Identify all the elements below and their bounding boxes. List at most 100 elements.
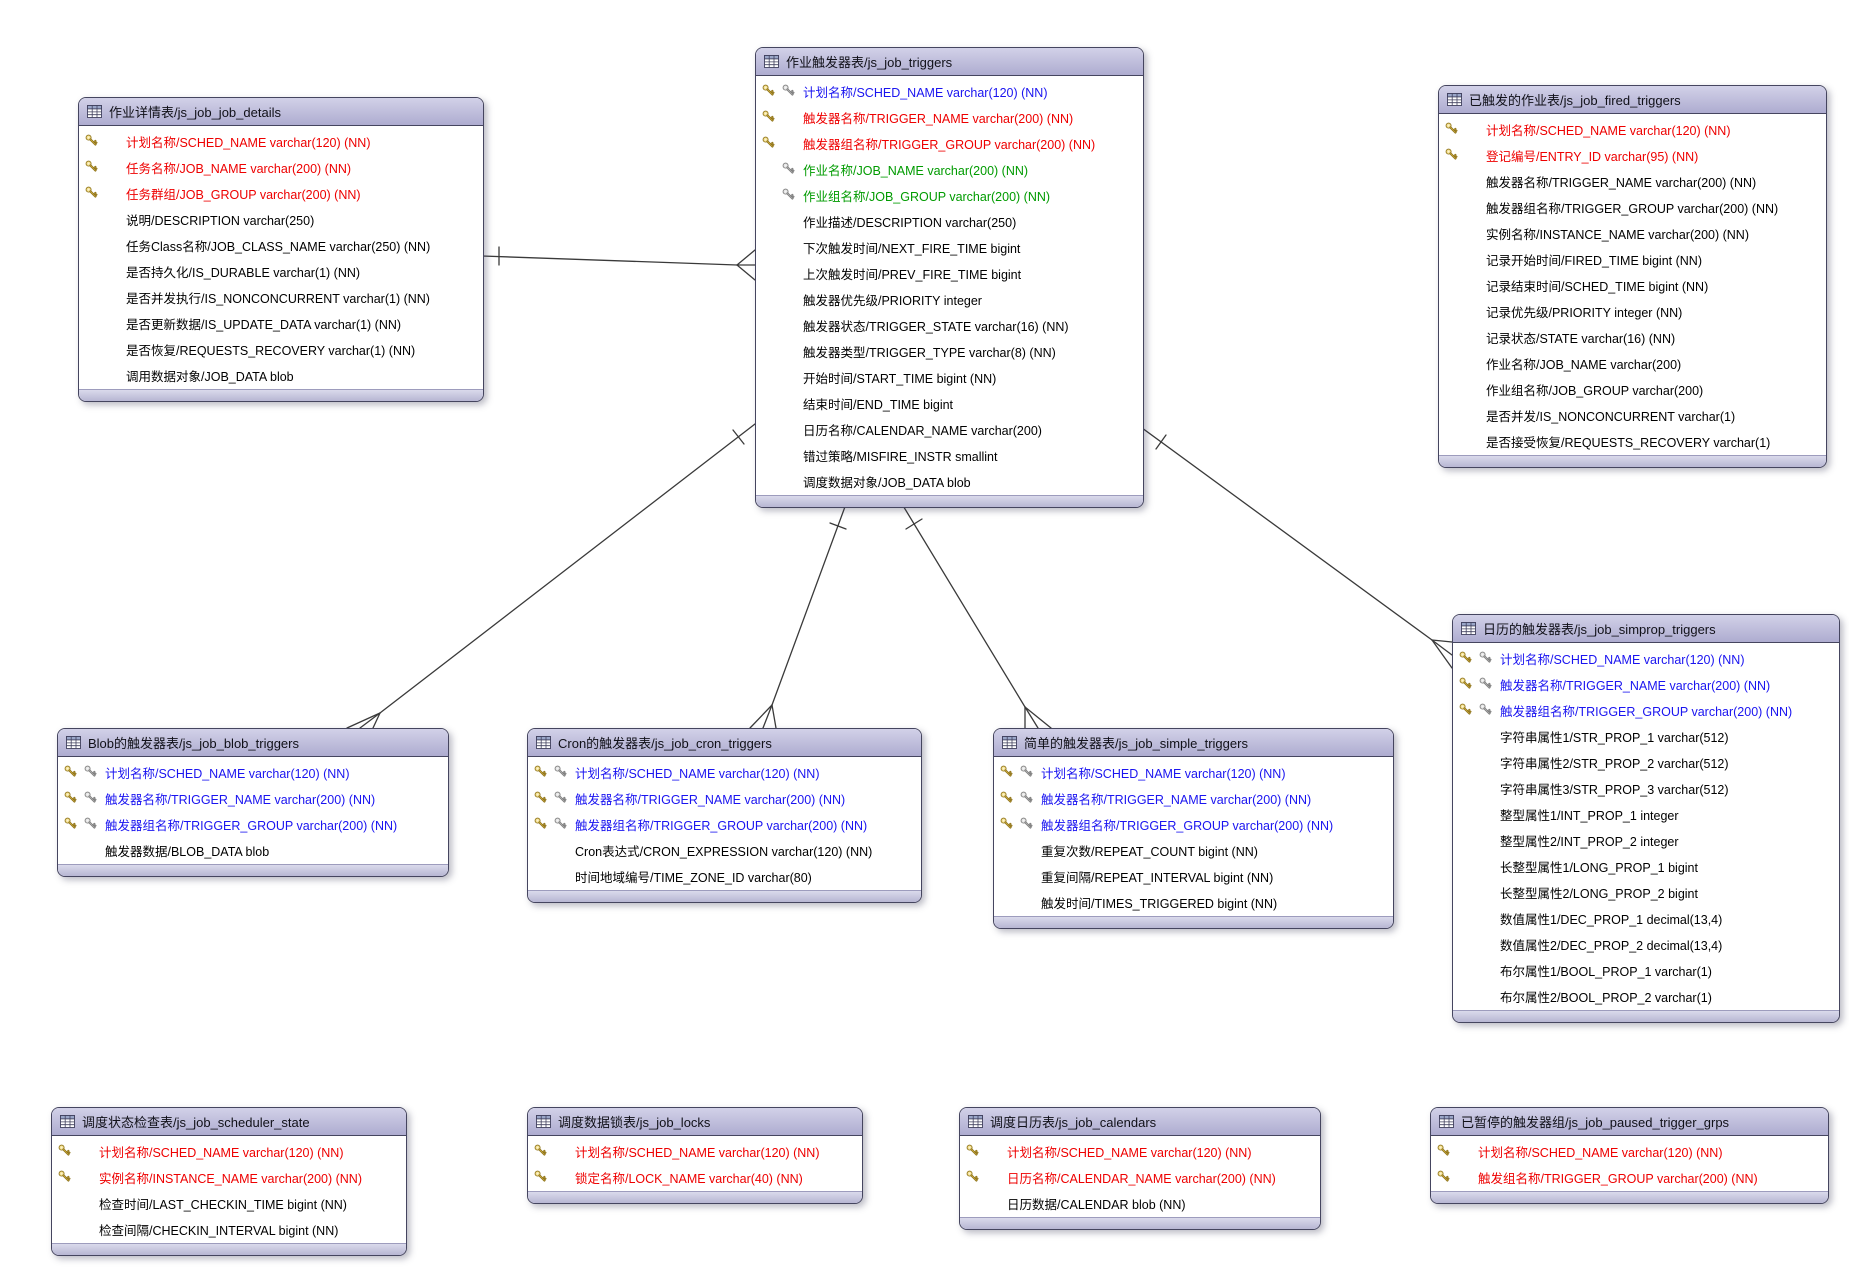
relation-triggers-to-blob-triggers[interactable] <box>346 423 756 729</box>
field-row[interactable]: 时间地域编号/TIME_ZONE_ID varchar(80) <box>528 863 921 889</box>
table-header[interactable]: 已触发的作业表/js_job_fired_triggers <box>1439 86 1826 114</box>
field-row[interactable]: 触发器组名称/TRIGGER_GROUP varchar(200) (NN) <box>994 811 1393 837</box>
table-header[interactable]: 调度数据锁表/js_job_locks <box>528 1108 862 1136</box>
field-row[interactable]: 触发组名称/TRIGGER_GROUP varchar(200) (NN) <box>1431 1164 1828 1190</box>
field-row[interactable]: 计划名称/SCHED_NAME varchar(120) (NN) <box>528 759 921 785</box>
field-row[interactable]: 触发器名称/TRIGGER_NAME varchar(200) (NN) <box>58 785 448 811</box>
relation-triggers-to-simple-triggers[interactable] <box>901 503 1052 729</box>
field-row[interactable]: 调用数据对象/JOB_DATA blob <box>79 362 483 388</box>
field-row[interactable]: 检查间隔/CHECKIN_INTERVAL bigint (NN) <box>52 1216 406 1242</box>
field-row[interactable]: 作业描述/DESCRIPTION varchar(250) <box>756 208 1143 234</box>
table-header[interactable]: 作业触发器表/js_job_triggers <box>756 48 1143 76</box>
field-row[interactable]: 实例名称/INSTANCE_NAME varchar(200) (NN) <box>52 1164 406 1190</box>
field-row[interactable]: 整型属性1/INT_PROP_1 integer <box>1453 801 1839 827</box>
field-row[interactable]: 记录优先级/PRIORITY integer (NN) <box>1439 298 1826 324</box>
field-row[interactable]: 触发器名称/TRIGGER_NAME varchar(200) (NN) <box>756 104 1143 130</box>
field-row[interactable]: 重复间隔/REPEAT_INTERVAL bigint (NN) <box>994 863 1393 889</box>
field-row[interactable]: 记录结束时间/SCHED_TIME bigint (NN) <box>1439 272 1826 298</box>
field-row[interactable]: 触发器状态/TRIGGER_STATE varchar(16) (NN) <box>756 312 1143 338</box>
field-row[interactable]: 长整型属性2/LONG_PROP_2 bigint <box>1453 879 1839 905</box>
field-row[interactable]: 任务Class名称/JOB_CLASS_NAME varchar(250) (N… <box>79 232 483 258</box>
field-row[interactable]: 上次触发时间/PREV_FIRE_TIME bigint <box>756 260 1143 286</box>
field-row[interactable]: 记录状态/STATE varchar(16) (NN) <box>1439 324 1826 350</box>
field-row[interactable]: 是否更新数据/IS_UPDATE_DATA varchar(1) (NN) <box>79 310 483 336</box>
field-row[interactable]: 触发器优先级/PRIORITY integer <box>756 286 1143 312</box>
field-row[interactable]: 触发器组名称/TRIGGER_GROUP varchar(200) (NN) <box>58 811 448 837</box>
field-row[interactable]: 字符串属性2/STR_PROP_2 varchar(512) <box>1453 749 1839 775</box>
field-row[interactable]: 触发器名称/TRIGGER_NAME varchar(200) (NN) <box>1439 168 1826 194</box>
field-row[interactable]: 作业名称/JOB_NAME varchar(200) <box>1439 350 1826 376</box>
field-row[interactable]: 计划名称/SCHED_NAME varchar(120) (NN) <box>1453 645 1839 671</box>
field-row[interactable]: 数值属性2/DEC_PROP_2 decimal(13,4) <box>1453 931 1839 957</box>
field-row[interactable]: 计划名称/SCHED_NAME varchar(120) (NN) <box>1439 116 1826 142</box>
field-row[interactable]: 日历名称/CALENDAR_NAME varchar(200) <box>756 416 1143 442</box>
table-header[interactable]: 调度日历表/js_job_calendars <box>960 1108 1320 1136</box>
field-row[interactable]: 字符串属性3/STR_PROP_3 varchar(512) <box>1453 775 1839 801</box>
field-row[interactable]: 长整型属性1/LONG_PROP_1 bigint <box>1453 853 1839 879</box>
relation-triggers-to-cron-triggers[interactable] <box>749 503 847 729</box>
field-row[interactable]: 结束时间/END_TIME bigint <box>756 390 1143 416</box>
field-row[interactable]: 计划名称/SCHED_NAME varchar(120) (NN) <box>52 1138 406 1164</box>
field-row[interactable]: 记录开始时间/FIRED_TIME bigint (NN) <box>1439 246 1826 272</box>
relation-job-details-to-triggers[interactable] <box>481 246 756 281</box>
field-row[interactable]: 数值属性1/DEC_PROP_1 decimal(13,4) <box>1453 905 1839 931</box>
field-row[interactable]: 触发器组名称/TRIGGER_GROUP varchar(200) (NN) <box>756 130 1143 156</box>
field-row[interactable]: 是否并发执行/IS_NONCONCURRENT varchar(1) (NN) <box>79 284 483 310</box>
field-row[interactable]: 作业组名称/JOB_GROUP varchar(200) (NN) <box>756 182 1143 208</box>
field-row[interactable]: 布尔属性1/BOOL_PROP_1 varchar(1) <box>1453 957 1839 983</box>
field-row[interactable]: 检查时间/LAST_CHECKIN_TIME bigint (NN) <box>52 1190 406 1216</box>
table-header[interactable]: 日历的触发器表/js_job_simprop_triggers <box>1453 615 1839 643</box>
field-row[interactable]: 日历名称/CALENDAR_NAME varchar(200) (NN) <box>960 1164 1320 1190</box>
field-row[interactable]: 错过策略/MISFIRE_INSTR smallint <box>756 442 1143 468</box>
field-row[interactable]: 触发器名称/TRIGGER_NAME varchar(200) (NN) <box>994 785 1393 811</box>
field-row[interactable]: 是否接受恢复/REQUESTS_RECOVERY varchar(1) <box>1439 428 1826 454</box>
relation-triggers-to-simprop-triggers[interactable] <box>1141 427 1453 669</box>
field-row[interactable]: 下次触发时间/NEXT_FIRE_TIME bigint <box>756 234 1143 260</box>
field-row[interactable]: 是否并发/IS_NONCONCURRENT varchar(1) <box>1439 402 1826 428</box>
field-row[interactable]: 登记编号/ENTRY_ID varchar(95) (NN) <box>1439 142 1826 168</box>
field-row[interactable]: 触发器组名称/TRIGGER_GROUP varchar(200) (NN) <box>1453 697 1839 723</box>
field-row[interactable]: 计划名称/SCHED_NAME varchar(120) (NN) <box>960 1138 1320 1164</box>
field-row[interactable]: 触发器数据/BLOB_DATA blob <box>58 837 448 863</box>
table-header[interactable]: 作业详情表/js_job_job_details <box>79 98 483 126</box>
table-header[interactable]: 已暂停的触发器组/js_job_paused_trigger_grps <box>1431 1108 1828 1136</box>
field-row[interactable]: 作业组名称/JOB_GROUP varchar(200) <box>1439 376 1826 402</box>
field-row[interactable]: 布尔属性2/BOOL_PROP_2 varchar(1) <box>1453 983 1839 1009</box>
table-header[interactable]: Blob的触发器表/js_job_blob_triggers <box>58 729 448 757</box>
field-row[interactable]: 调度数据对象/JOB_DATA blob <box>756 468 1143 494</box>
field-row[interactable]: 计划名称/SCHED_NAME varchar(120) (NN) <box>528 1138 862 1164</box>
field-row[interactable]: 是否持久化/IS_DURABLE varchar(1) (NN) <box>79 258 483 284</box>
field-row[interactable]: 计划名称/SCHED_NAME varchar(120) (NN) <box>756 78 1143 104</box>
table-header[interactable]: 简单的触发器表/js_job_simple_triggers <box>994 729 1393 757</box>
field-row[interactable]: 任务名称/JOB_NAME varchar(200) (NN) <box>79 154 483 180</box>
field-row[interactable]: 说明/DESCRIPTION varchar(250) <box>79 206 483 232</box>
field-row[interactable]: 计划名称/SCHED_NAME varchar(120) (NN) <box>79 128 483 154</box>
field-row[interactable]: 是否恢复/REQUESTS_RECOVERY varchar(1) (NN) <box>79 336 483 362</box>
field-row[interactable]: 触发时间/TIMES_TRIGGERED bigint (NN) <box>994 889 1393 915</box>
field-row[interactable]: 触发器组名称/TRIGGER_GROUP varchar(200) (NN) <box>528 811 921 837</box>
field-row[interactable]: 触发器名称/TRIGGER_NAME varchar(200) (NN) <box>528 785 921 811</box>
field-row[interactable]: 触发器名称/TRIGGER_NAME varchar(200) (NN) <box>1453 671 1839 697</box>
field-row[interactable]: 锁定名称/LOCK_NAME varchar(40) (NN) <box>528 1164 862 1190</box>
table-header[interactable]: 调度状态检查表/js_job_scheduler_state <box>52 1108 406 1136</box>
field-row[interactable]: 日历数据/CALENDAR blob (NN) <box>960 1190 1320 1216</box>
table-header[interactable]: Cron的触发器表/js_job_cron_triggers <box>528 729 921 757</box>
field-row[interactable]: 触发器类型/TRIGGER_TYPE varchar(8) (NN) <box>756 338 1143 364</box>
field-row[interactable]: 触发器组名称/TRIGGER_GROUP varchar(200) (NN) <box>1439 194 1826 220</box>
field-row[interactable]: 计划名称/SCHED_NAME varchar(120) (NN) <box>994 759 1393 785</box>
field-row[interactable]: 作业名称/JOB_NAME varchar(200) (NN) <box>756 156 1143 182</box>
field-row[interactable]: 字符串属性1/STR_PROP_1 varchar(512) <box>1453 723 1839 749</box>
field-row[interactable]: 重复次数/REPEAT_COUNT bigint (NN) <box>994 837 1393 863</box>
field-row[interactable]: 实例名称/INSTANCE_NAME varchar(200) (NN) <box>1439 220 1826 246</box>
